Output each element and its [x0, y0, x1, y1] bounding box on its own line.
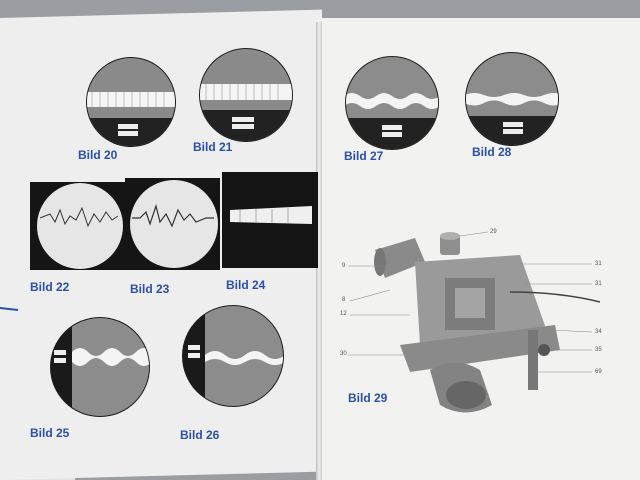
callout-12: 12 [340, 311, 347, 317]
caption-bild-24: Bild 24 [226, 278, 266, 292]
micrograph-24 [222, 172, 318, 268]
caption-bild-26: Bild 26 [180, 428, 220, 442]
callout-top: 29 [490, 229, 497, 235]
callout-35: 35 [595, 347, 602, 353]
callout-31a: 31 [595, 261, 602, 267]
caption-bild-20: Bild 20 [78, 148, 118, 162]
caption-bild-28: Bild 28 [472, 145, 512, 159]
caption-bild-21: Bild 21 [193, 140, 233, 154]
callout-34: 34 [595, 329, 602, 335]
micrograph-28 [465, 52, 559, 146]
caption-bild-27: Bild 27 [344, 149, 384, 163]
caption-bild-25: Bild 25 [30, 426, 70, 440]
callout-31b: 31 [595, 281, 602, 287]
micrograph-27 [345, 56, 439, 150]
microscope-instrument-29 [348, 231, 601, 413]
callout-69: 69 [595, 369, 602, 375]
micrograph-26 [182, 305, 284, 407]
caption-bild-23: Bild 23 [130, 282, 170, 296]
caption-bild-29: Bild 29 [348, 391, 388, 405]
caption-bild-22: Bild 22 [30, 280, 70, 294]
callout-9: 9 [342, 263, 346, 269]
callout-30: 30 [340, 351, 347, 357]
margin-marker [0, 307, 19, 311]
micrograph-25 [50, 317, 150, 417]
micrograph-21 [199, 48, 293, 142]
micrograph-20 [86, 57, 176, 147]
page-fold [316, 22, 322, 480]
micrograph-22 [30, 182, 130, 270]
micrograph-23 [125, 178, 220, 270]
callout-8: 8 [342, 297, 346, 303]
